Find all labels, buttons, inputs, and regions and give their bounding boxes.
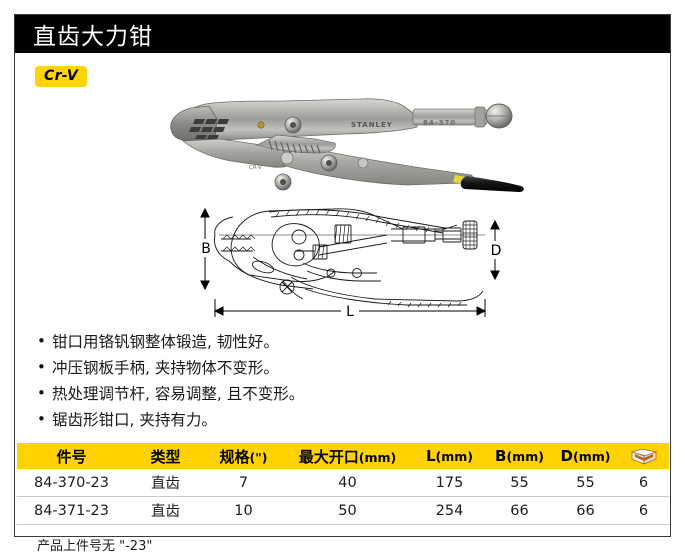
specification-table: 件号 类型 规格(") 最大开口(mm) L(mm) B(mm) bbox=[16, 443, 669, 525]
table-row: 84-371-23 直齿 10 50 254 66 66 6 bbox=[16, 496, 669, 525]
column-header-label: 类型 bbox=[150, 447, 181, 466]
cell-size: 7 bbox=[204, 469, 283, 497]
technical-diagram-area: B D L bbox=[15, 195, 670, 323]
column-header-unit: (") bbox=[249, 449, 268, 465]
column-header-box-qty bbox=[618, 443, 669, 469]
product-photo-area: STANLEY 84-370 CR-V bbox=[15, 83, 670, 195]
cell-max-opening: 50 bbox=[282, 496, 413, 525]
dimension-label-l: L bbox=[346, 304, 354, 320]
feature-item: 钳口用铬钒钢整体锻造, 韧性好。 bbox=[37, 328, 670, 355]
column-header-part-no: 件号 bbox=[16, 443, 127, 469]
column-header-unit: (mm) bbox=[506, 449, 544, 464]
column-header-d: D(mm) bbox=[552, 443, 619, 469]
feature-item: 热处理调节杆, 容易调整, 且不变形。 bbox=[37, 380, 670, 407]
dimension-label-d: D bbox=[491, 243, 502, 259]
table-header-row: 件号 类型 规格(") 最大开口(mm) L(mm) B(mm) bbox=[16, 443, 669, 469]
page-title: 直齿大力钳 bbox=[33, 24, 153, 50]
jaw-mark-text: CR-V bbox=[249, 165, 262, 171]
product-spec-page: 直齿大力钳 Cr-V bbox=[14, 14, 671, 554]
footnote: 产品上件号无 "-23" bbox=[37, 539, 153, 554]
model-mark-text: 84-370 bbox=[423, 119, 456, 127]
column-header-label: 最大开口 bbox=[298, 447, 359, 466]
product-photo: STANLEY 84-370 CR-V bbox=[165, 83, 525, 193]
column-header-unit: (mm) bbox=[358, 449, 397, 465]
dimension-label-b: B bbox=[201, 241, 211, 257]
cell-l: 175 bbox=[412, 469, 487, 497]
column-header-type: 类型 bbox=[126, 443, 205, 469]
column-header-max-opening: 最大开口(mm) bbox=[282, 443, 413, 469]
material-badge-crv: Cr-V bbox=[35, 66, 88, 87]
cell-d: 55 bbox=[552, 469, 619, 497]
cell-part-no: 84-370-23 bbox=[16, 469, 127, 497]
cell-max-opening: 40 bbox=[282, 469, 413, 497]
cell-l: 254 bbox=[412, 496, 487, 525]
brand-mark-text: STANLEY bbox=[351, 121, 393, 129]
carton-box-icon bbox=[630, 448, 657, 465]
badge-row: Cr-V bbox=[15, 53, 670, 89]
technical-diagram: B D L bbox=[195, 195, 515, 320]
cell-box-qty: 6 bbox=[618, 496, 669, 525]
column-header-b: B(mm) bbox=[486, 443, 553, 469]
column-header-unit: (mm) bbox=[435, 449, 474, 464]
column-header-label: 件号 bbox=[56, 447, 87, 466]
column-header-label: 规格 bbox=[219, 447, 250, 466]
column-header-l: L(mm) bbox=[412, 443, 487, 469]
cell-type: 直齿 bbox=[126, 469, 205, 497]
column-header-label: D bbox=[560, 447, 573, 465]
table-row: 84-370-23 直齿 7 40 175 55 55 6 bbox=[16, 469, 669, 497]
feature-item: 冲压钢板手柄, 夹持物体不变形。 bbox=[37, 354, 670, 381]
cell-box-qty: 6 bbox=[618, 469, 669, 497]
cell-part-no: 84-371-23 bbox=[16, 496, 127, 525]
cell-b: 55 bbox=[486, 469, 553, 497]
title-bar: 直齿大力钳 bbox=[15, 15, 670, 53]
pliers-dimension-drawing: B D L bbox=[198, 207, 504, 320]
cell-size: 10 bbox=[204, 496, 283, 525]
feature-list: 钳口用铬钒钢整体锻造, 韧性好。 冲压钢板手柄, 夹持物体不变形。 热处理调节杆… bbox=[15, 328, 670, 433]
cell-b: 66 bbox=[486, 496, 553, 525]
feature-item: 锯齿形钳口, 夹持有力。 bbox=[37, 406, 670, 433]
locking-pliers-photo-graphic: STANLEY 84-370 CR-V bbox=[170, 98, 524, 192]
column-header-size: 规格(") bbox=[204, 443, 283, 469]
cell-type: 直齿 bbox=[126, 496, 205, 525]
column-header-label: B bbox=[495, 447, 507, 465]
column-header-label: L bbox=[425, 447, 436, 465]
column-header-unit: (mm) bbox=[572, 449, 611, 464]
cell-d: 66 bbox=[552, 496, 619, 525]
